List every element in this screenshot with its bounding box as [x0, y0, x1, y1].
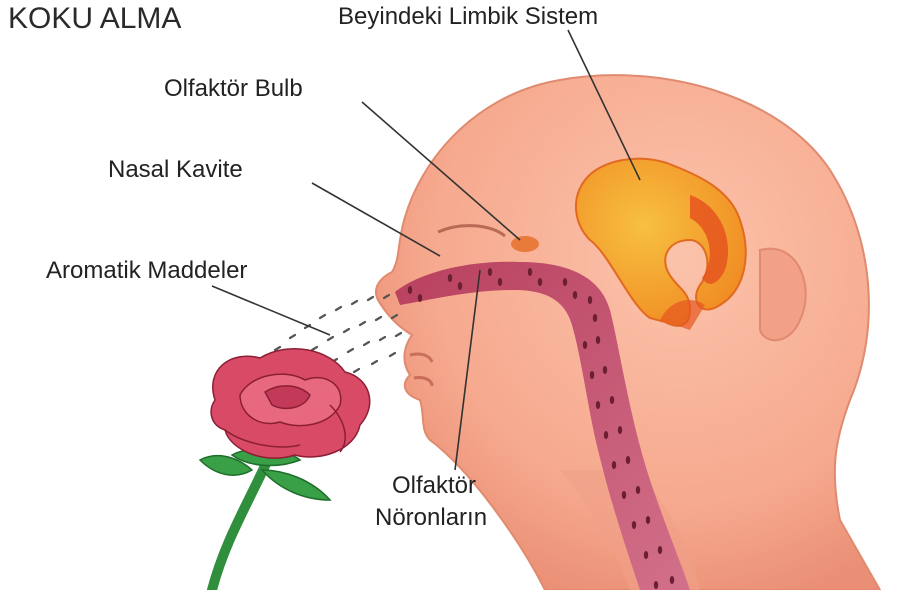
aroma-particle	[360, 322, 365, 325]
label-aromatic-substances: Aromatik Maddeler	[46, 257, 247, 284]
tract-dot	[622, 491, 626, 499]
aroma-particle	[328, 337, 333, 340]
aroma-particle	[320, 315, 325, 318]
label-olfactory-neurons-line1: Olfaktör	[392, 472, 476, 499]
tract-dot	[573, 291, 577, 299]
rose-leaf-right	[262, 470, 330, 500]
tract-dot	[636, 486, 640, 494]
label-nasal-cavity: Nasal Kavite	[108, 156, 243, 183]
tract-dot	[563, 278, 567, 286]
aroma-particle	[376, 317, 381, 320]
tract-dot	[612, 461, 616, 469]
page-title: KOKU ALMA	[8, 2, 181, 35]
tract-dot	[418, 294, 422, 302]
aroma-particle	[344, 329, 349, 332]
label-olfactory-bulb: Olfaktör Bulb	[164, 75, 303, 102]
tract-dot	[596, 336, 600, 344]
rose-stem	[212, 455, 270, 590]
label-olfactory-neurons-line2: Nöronların	[375, 504, 487, 531]
aroma-particle	[372, 361, 377, 364]
aroma-particle	[336, 307, 341, 310]
rose-flower	[211, 349, 370, 458]
tract-dot	[603, 366, 607, 374]
label-limbic-system: Beyindeki Limbik Sistem	[338, 3, 598, 30]
tract-dot	[626, 456, 630, 464]
aroma-particle	[364, 342, 369, 345]
aroma-particle	[396, 333, 401, 336]
aroma-particle	[354, 369, 359, 372]
tract-dot	[618, 426, 622, 434]
tract-dot	[658, 546, 662, 554]
tract-dot	[458, 282, 462, 290]
aroma-particle	[348, 349, 353, 352]
aroma-particle	[380, 337, 385, 340]
tract-dot	[654, 581, 658, 589]
tract-dot	[644, 551, 648, 559]
aroma-particle	[352, 301, 357, 304]
tract-dot	[632, 521, 636, 529]
tract-dot	[670, 576, 674, 584]
tract-dot	[610, 396, 614, 404]
tract-dot	[646, 516, 650, 524]
tract-dot	[590, 371, 594, 379]
tract-dot	[588, 296, 592, 304]
tract-dot	[583, 341, 587, 349]
tract-dot	[593, 314, 597, 322]
aroma-particle	[290, 335, 295, 338]
tract-dot	[498, 278, 502, 286]
aroma-particle	[312, 347, 317, 350]
tract-dot	[488, 268, 492, 276]
olfactory-bulb	[511, 236, 539, 252]
tract-dot	[408, 286, 412, 294]
aroma-particle	[368, 297, 373, 300]
tract-dot	[596, 401, 600, 409]
tract-dot	[448, 274, 452, 282]
aroma-particle	[390, 353, 395, 356]
tract-dot	[538, 278, 542, 286]
tract-dot	[604, 431, 608, 439]
tract-dot	[528, 268, 532, 276]
